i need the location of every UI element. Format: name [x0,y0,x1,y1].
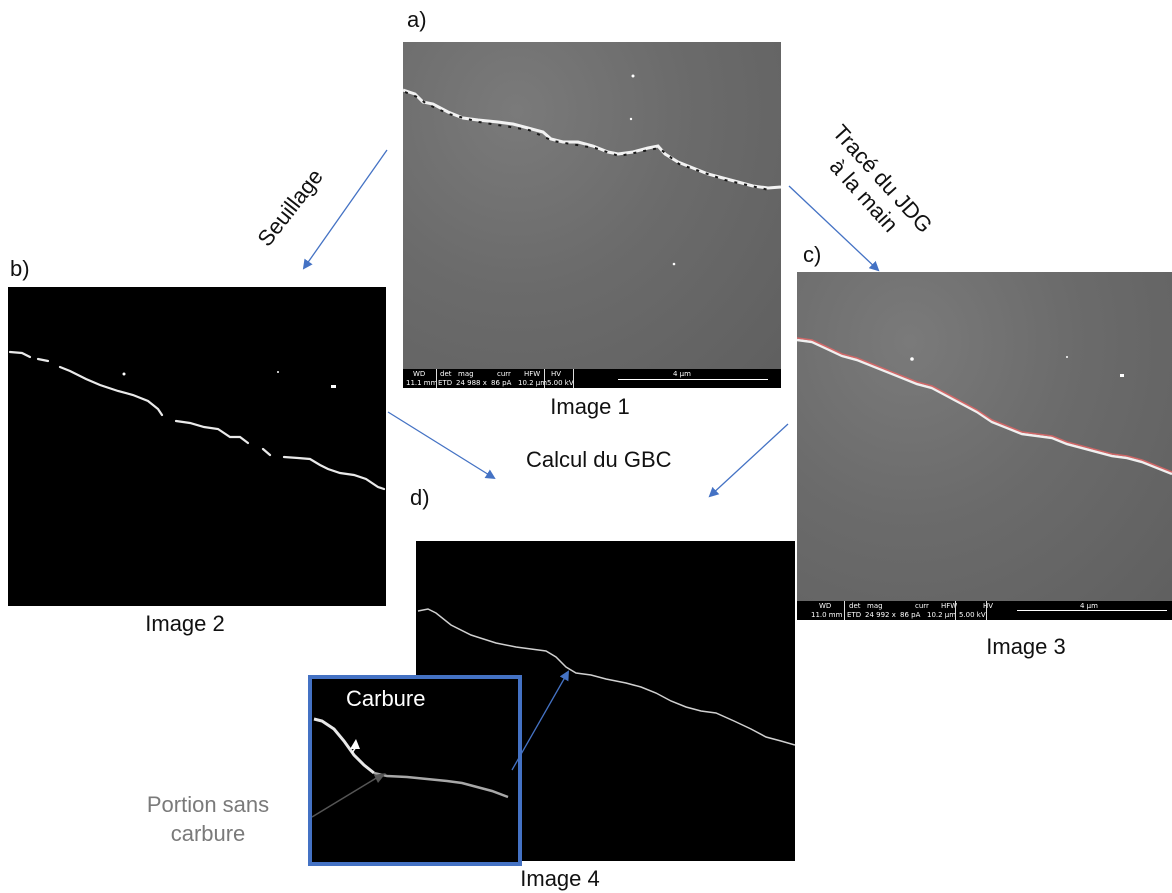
seuillage-label: Seuillage [252,164,328,251]
carbure-label: Carbure [346,686,426,711]
arrow-a-to-b [302,149,388,270]
gbc-boundary [417,608,795,746]
arrow-c-to-d [708,423,789,498]
image-2-caption: Image 2 [145,611,225,636]
sem-databar-c: WD 11.0 mm det ETD mag 24 992 x curr 86 … [797,601,1172,620]
panel-b-label: b) [10,256,30,281]
sem-databar-a: WD 11.1 mm det ETD mag 24 988 x curr 86 … [403,369,781,388]
panel-a-label: a) [407,7,427,32]
arrow-b-to-d [387,411,496,480]
panel-d-label: d) [410,485,430,510]
traced-boundary-c [797,337,1172,476]
thresholded-carbides [8,350,386,491]
image-2-threshold [8,287,386,606]
image-1-caption: Image 1 [550,394,630,419]
portion-sans-carbure-label: Portion sans carbure [146,792,270,846]
zoom-inset [308,675,522,866]
panel-c-label: c) [803,242,822,267]
image-1-sem: WD 11.1 mm det ETD mag 24 988 x curr 86 … [403,42,781,388]
inset-boundary [312,717,509,818]
image-3-traced: WD 11.0 mm det ETD mag 24 992 x curr 86 … [797,272,1172,620]
image-4-caption: Image 4 [520,866,600,891]
calcul-gbc-label: Calcul du GBC [526,447,672,472]
image-3-caption: Image 3 [986,634,1066,659]
grain-boundary-a [403,74,781,266]
trace-jdg-label: Tracé du JDG à la main [824,119,938,238]
